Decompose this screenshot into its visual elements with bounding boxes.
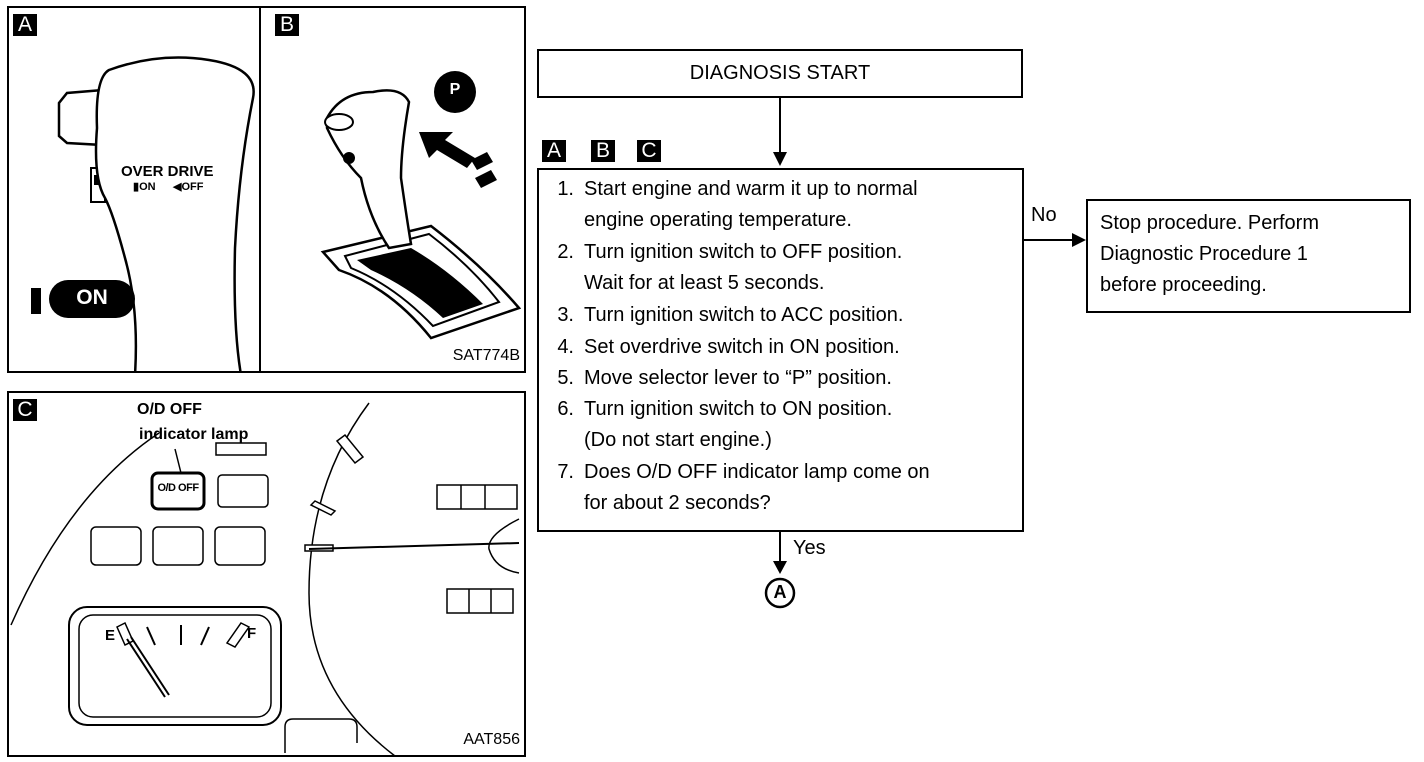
panel-c-tag: C [13,399,37,421]
fuel-full-label: F [247,625,257,642]
figure-code-sat774b: SAT774B [452,347,520,364]
step-1-cont: engine operating temperature. [584,209,852,231]
lever-on-label: ▮ON [133,181,156,193]
no-branch-label: No [1031,204,1057,226]
step-7: 7.Does O/D OFF indicator lamp come on [557,461,930,483]
step-4: 4.Set overdrive switch in ON position. [557,336,900,358]
fuel-empty-label: E [105,627,116,644]
step-6: 6.Turn ignition switch to ON position. [557,398,893,420]
figure-panel-c: C [7,391,526,757]
step-5: 5.Move selector lever to “P” position. [557,367,892,389]
diagnosis-start-box: DIAGNOSIS START [537,49,1023,98]
stop-procedure-box: Stop procedure. Perform Diagnostic Proce… [1086,199,1411,313]
yes-branch-label: Yes [793,537,826,559]
callout-od-off: O/D OFF [137,401,202,418]
callout-indicator-lamp: indicator lamp [139,426,249,443]
step-2: 2.Turn ignition switch to OFF position. [557,241,903,263]
step-2-cont: Wait for at least 5 seconds. [584,272,825,294]
selector-lever-illustration [320,71,522,340]
panel-b-tag: B [275,14,299,36]
lever-overdrive-label: OVER DRIVE [121,163,214,180]
flow-tag-b: B [591,140,615,162]
p-position-label: P [449,81,461,98]
on-button-label: ON [76,286,108,309]
result-line-1: Stop procedure. Perform [1100,212,1319,234]
lever-off-marker-icon: ◀ [173,181,182,193]
flow-tag-c: C [637,140,661,162]
diagnosis-start-label: DIAGNOSIS START [689,62,871,84]
step-7-cont: for about 2 seconds? [584,492,771,514]
step-6-cont: (Do not start engine.) [584,429,772,451]
procedure-steps-box: 1.Start engine and warm it up to normal … [537,168,1024,532]
instrument-cluster-illustration [10,402,520,755]
step-3: 3.Turn ignition switch to ACC position. [557,304,904,326]
flow-tag-a: A [542,140,566,162]
figure-code-aat856: AAT856 [463,731,520,748]
od-off-lamp-label: O/D OFF [157,482,199,494]
result-line-3: before proceeding. [1100,274,1267,296]
lever-off-label: ◀OFF [173,181,204,193]
result-line-2: Diagnostic Procedure 1 [1100,243,1308,265]
shift-lever-illustration [31,56,255,371]
figure-panel-a: A OVER DRIVE ▮ON ◀OFF ON [7,6,261,373]
lever-on-marker-icon: ▮ [133,181,140,193]
connector-a-label: A [773,582,787,602]
panel-a-tag: A [13,14,37,36]
step-1: 1.Start engine and warm it up to normal [557,178,918,200]
figure-panel-b: B P SAT774B [259,6,526,373]
